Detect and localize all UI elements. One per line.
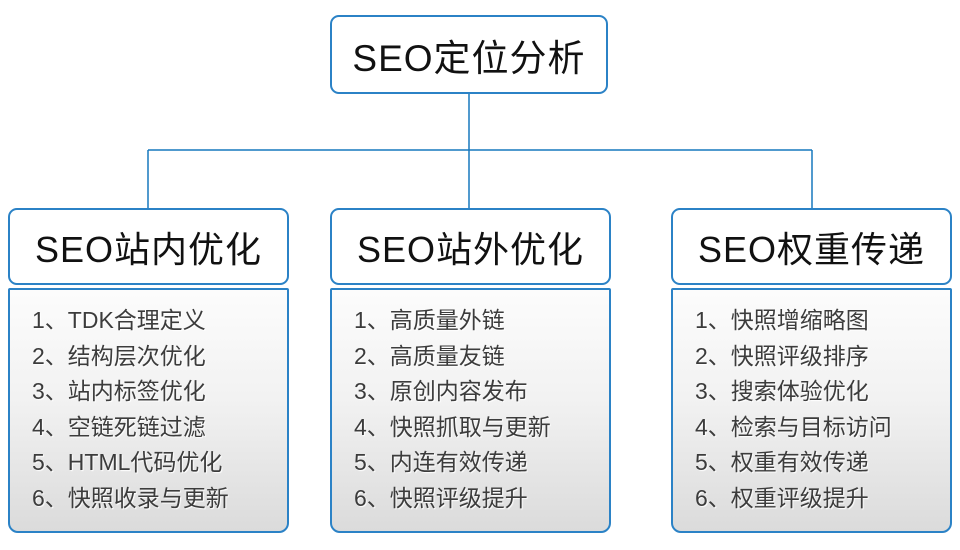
list-item: 6、权重评级提升 [695,484,869,511]
list-item: 3、站内标签优化 [32,378,206,404]
column-offsite-title: SEO站外优化 [356,228,585,270]
column-onsite-title: SEO站内优化 [34,228,263,270]
list-item: 4、空链死链过滤 [32,413,206,440]
list-item: 3、原创内容发布 [354,378,528,404]
list-item: 1、快照增缩略图 [695,307,869,333]
list-item: 5、权重有效传递 [695,449,869,475]
list-item: 1、高质量外链 [354,307,505,333]
list-item: 5、内连有效传递 [354,449,528,475]
column-onsite: SEO站内优化 1、TDK合理定义 2、结构层次优化 3、站内标签优化 4、空链… [8,208,289,533]
column-onsite-list: 1、TDK合理定义 2、结构层次优化 3、站内标签优化 4、空链死链过滤 5、H… [8,288,289,533]
list-item: 2、高质量友链 [354,342,505,369]
root-node: SEO定位分析 [330,15,608,94]
column-weight-title: SEO权重传递 [697,228,926,270]
column-onsite-header: SEO站内优化 [8,208,289,285]
root-node-title: SEO定位分析 [352,37,586,79]
list-item: 5、HTML代码优化 [32,449,223,475]
column-weight-header: SEO权重传递 [671,208,952,285]
list-item: 2、结构层次优化 [32,342,206,369]
list-item: 4、检索与目标访问 [695,413,892,440]
column-offsite-header: SEO站外优化 [330,208,611,285]
list-item: 6、快照收录与更新 [32,484,229,511]
column-offsite: SEO站外优化 1、高质量外链 2、高质量友链 3、原创内容发布 4、快照抓取与… [330,208,611,533]
column-weight-list: 1、快照增缩略图 2、快照评级排序 3、搜索体验优化 4、检索与目标访问 5、权… [671,288,952,533]
list-item: 2、快照评级排序 [695,342,869,369]
column-offsite-list: 1、高质量外链 2、高质量友链 3、原创内容发布 4、快照抓取与更新 5、内连有… [330,288,611,533]
list-item: 6、快照评级提升 [354,484,528,511]
list-item: 1、TDK合理定义 [32,307,206,333]
list-item: 4、快照抓取与更新 [354,413,551,440]
column-weight: SEO权重传递 1、快照增缩略图 2、快照评级排序 3、搜索体验优化 4、检索与… [671,208,952,533]
list-item: 3、搜索体验优化 [695,378,869,404]
